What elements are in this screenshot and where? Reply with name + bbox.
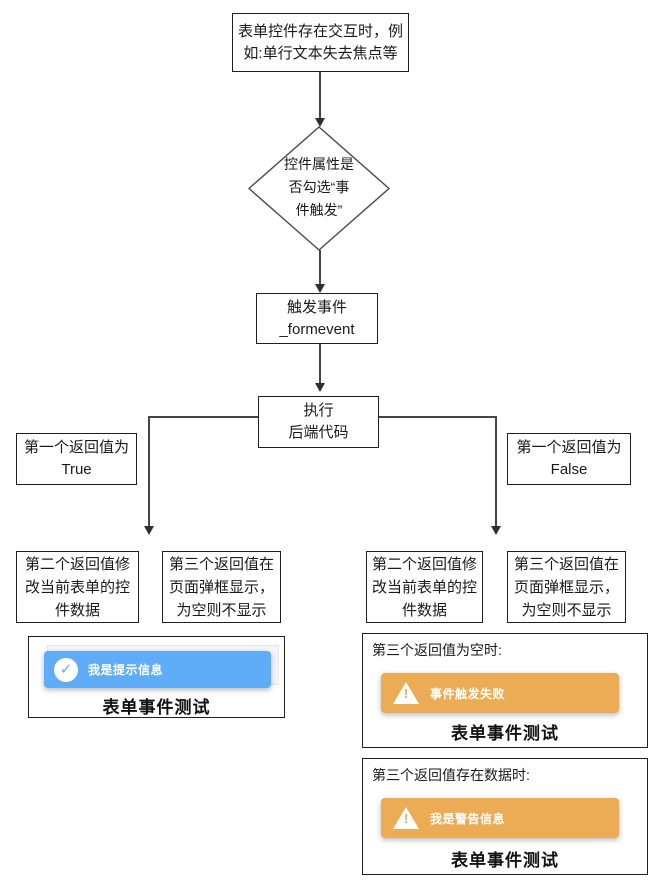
third-return-text: 第三个返回值在页面弹框显示，为空则不显示: [513, 555, 619, 619]
node-execute-line1: 执行: [303, 402, 334, 419]
toast-success-text: 我是提示信息: [88, 663, 164, 677]
node-formevent: 触发事件 _formevent: [256, 293, 378, 344]
toast-warning-fail: ! 事件触发失败: [381, 673, 619, 713]
node-formevent-line1: 触发事件: [286, 298, 347, 316]
panel-empty-return-example: 第三个返回值为空时: ! 事件触发失败 表单事件测试: [362, 633, 648, 748]
second-return-text: 第二个返回值修改当前表单的控件数据: [24, 555, 130, 619]
node-third-return-left: 第三个返回值在页面弹框显示，为空则不显示: [162, 551, 281, 623]
form-event-caption: 表单事件测试: [451, 724, 559, 743]
second-return-text: 第二个返回值修改当前表单的控件数据: [372, 555, 478, 619]
node-second-return-right: 第二个返回值修改当前表单的控件数据: [366, 551, 483, 623]
arrow-down-icon: [144, 526, 154, 535]
third-return-text: 第三个返回值在页面弹框显示，为空则不显示: [168, 555, 274, 619]
node-second-return-left: 第二个返回值修改当前表单的控件数据: [16, 551, 139, 623]
node-formevent-line2: _formevent: [279, 320, 355, 338]
node-true-branch: 第一个返回值为 True: [16, 433, 137, 485]
form-event-caption: 表单事件测试: [102, 698, 211, 717]
node-false-branch: 第一个返回值为 False: [507, 433, 631, 485]
node-trigger-line2: 如:单行文本失去焦点等: [243, 44, 398, 62]
connector-branch-left-v: [148, 416, 150, 526]
node-false-line2: False: [550, 461, 588, 478]
node-false-line1: 第一个返回值为: [516, 439, 622, 456]
panel-empty-label: 第三个返回值为空时:: [372, 642, 502, 658]
node-decision-line3: 件触发”: [295, 202, 343, 218]
node-true-line1: 第一个返回值为: [23, 439, 129, 456]
panel-data-return-example: 第三个返回值存在数据时: ! 我是警告信息 表单事件测试: [362, 758, 648, 875]
arrow-down-icon: [315, 118, 325, 127]
warning-triangle-icon: !: [393, 682, 419, 704]
toast-warning-info: ! 我是警告信息: [381, 798, 619, 838]
toast-warning-fail-text: 事件触发失败: [430, 686, 506, 701]
connector-formevent-execute: [319, 344, 321, 383]
node-execute-line2: 后端代码: [288, 424, 349, 441]
node-execute: 执行 后端代码: [258, 396, 379, 448]
form-event-caption: 表单事件测试: [451, 851, 559, 870]
connector-branch-right-h: [379, 416, 496, 418]
panel-data-label: 第三个返回值存在数据时:: [372, 767, 530, 783]
arrow-down-icon: [315, 284, 325, 293]
warning-triangle-icon: !: [393, 807, 419, 829]
node-trigger: 表单控件存在交互时，例 如:单行文本失去焦点等: [232, 13, 409, 72]
connector-trigger-decision: [319, 72, 321, 118]
node-true-line2: True: [61, 461, 92, 478]
toast-warning-info-text: 我是警告信息: [430, 811, 506, 826]
node-third-return-right: 第三个返回值在页面弹框显示，为空则不显示: [507, 551, 626, 623]
node-decision-text: 控件属性是 否勾选“事 件触发”: [279, 153, 359, 222]
connector-branch-right-v: [495, 416, 497, 526]
connector-branch-left-h: [148, 416, 258, 418]
node-decision: 控件属性是 否勾选“事 件触发”: [247, 126, 391, 251]
arrow-down-icon: [491, 526, 501, 535]
node-trigger-line1: 表单控件存在交互时，例: [237, 22, 403, 40]
toast-success: ✓ 我是提示信息: [44, 651, 271, 688]
node-decision-line1: 控件属性是: [284, 156, 354, 172]
node-decision-line2: 否勾选“事: [288, 179, 350, 195]
connector-decision-formevent: [319, 250, 321, 284]
check-circle-icon: ✓: [54, 657, 78, 682]
arrow-down-icon: [315, 383, 325, 392]
panel-success-example: ✓ 我是提示信息 表单事件测试: [28, 636, 285, 718]
